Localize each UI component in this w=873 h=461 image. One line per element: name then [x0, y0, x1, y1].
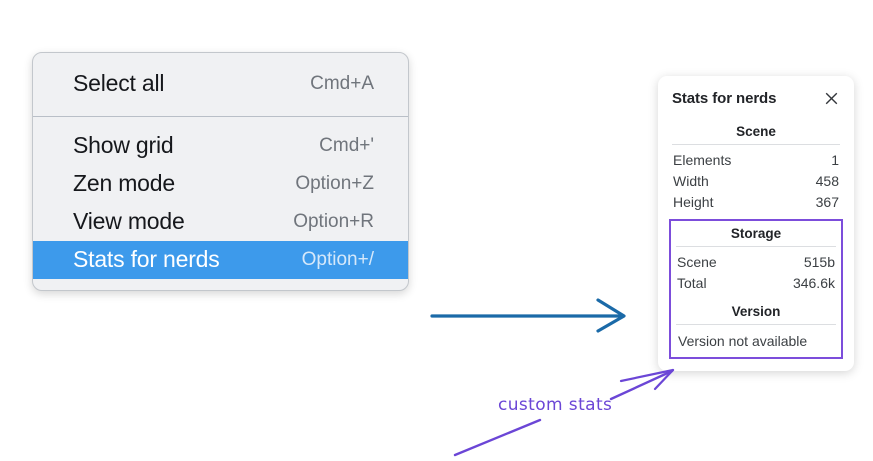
- stat-value: 346.6k: [792, 275, 835, 291]
- menu-item-label: Stats for nerds: [73, 246, 220, 272]
- stats-for-nerds-panel: Stats for nerds Scene Elements 1 Width 4…: [658, 76, 854, 371]
- menu-item-stats-for-nerds[interactable]: Stats for nerds Option+/: [33, 241, 408, 279]
- section-rule: [676, 246, 836, 247]
- menu-item-shortcut: Cmd+': [319, 134, 374, 156]
- stat-label: Elements: [673, 152, 732, 168]
- stat-row: Total 346.6k: [674, 273, 838, 294]
- blue-arrow: [430, 298, 626, 333]
- purple-tail-stroke: [453, 418, 542, 457]
- stat-row: Width 458: [670, 171, 842, 192]
- menu-item-shortcut: Option+Z: [295, 172, 374, 194]
- close-icon[interactable]: [823, 90, 840, 107]
- section-title-version: Version: [731, 304, 781, 319]
- stat-label: Width: [673, 173, 709, 189]
- panel-title: Stats for nerds: [672, 90, 777, 107]
- stat-row: Elements 1: [670, 150, 842, 171]
- stat-value: 515b: [803, 254, 835, 270]
- context-menu[interactable]: Select all Cmd+A Show grid Cmd+' Zen mod…: [32, 52, 409, 291]
- menu-item-shortcut: Cmd+A: [310, 72, 374, 94]
- menu-item-label: Select all: [73, 70, 165, 96]
- section-title-storage: Storage: [730, 226, 782, 241]
- menu-item-label: View mode: [73, 208, 185, 234]
- section-title-scene: Scene: [736, 124, 776, 139]
- menu-item-zen-mode[interactable]: Zen mode Option+Z: [33, 165, 408, 203]
- section-rule: [676, 324, 836, 325]
- stat-label: Total: [677, 275, 707, 291]
- menu-item-view-mode[interactable]: View mode Option+R: [33, 203, 408, 241]
- menu-item-select-all[interactable]: Select all Cmd+A: [33, 65, 408, 103]
- annotation-label: custom stats: [498, 395, 613, 415]
- menu-item-show-grid[interactable]: Show grid Cmd+': [33, 127, 408, 165]
- stat-value: 367: [815, 194, 839, 210]
- panel-header: Stats for nerds: [670, 88, 842, 107]
- stat-label: Height: [673, 194, 714, 210]
- version-note: Version not available: [678, 333, 808, 349]
- section-rule: [672, 144, 840, 145]
- menu-item-label: Zen mode: [73, 170, 175, 196]
- menu-section-primary: Select all Cmd+A: [33, 53, 408, 116]
- stat-label: Scene: [677, 254, 717, 270]
- stat-row: Height 367: [670, 192, 842, 213]
- stat-value: 1: [831, 152, 839, 168]
- purple-arrow-to-box: [609, 368, 675, 401]
- stat-value: 458: [815, 173, 839, 189]
- menu-divider: [33, 116, 408, 117]
- stat-row: Scene 515b: [674, 252, 838, 273]
- menu-item-shortcut: Option+R: [293, 210, 374, 232]
- menu-item-shortcut: Option+/: [301, 248, 374, 270]
- custom-stats-highlight-box: Storage Scene 515b Total 346.6k Version …: [669, 219, 843, 359]
- menu-item-label: Show grid: [73, 132, 174, 158]
- menu-section-secondary: Show grid Cmd+' Zen mode Option+Z View m…: [33, 117, 408, 290]
